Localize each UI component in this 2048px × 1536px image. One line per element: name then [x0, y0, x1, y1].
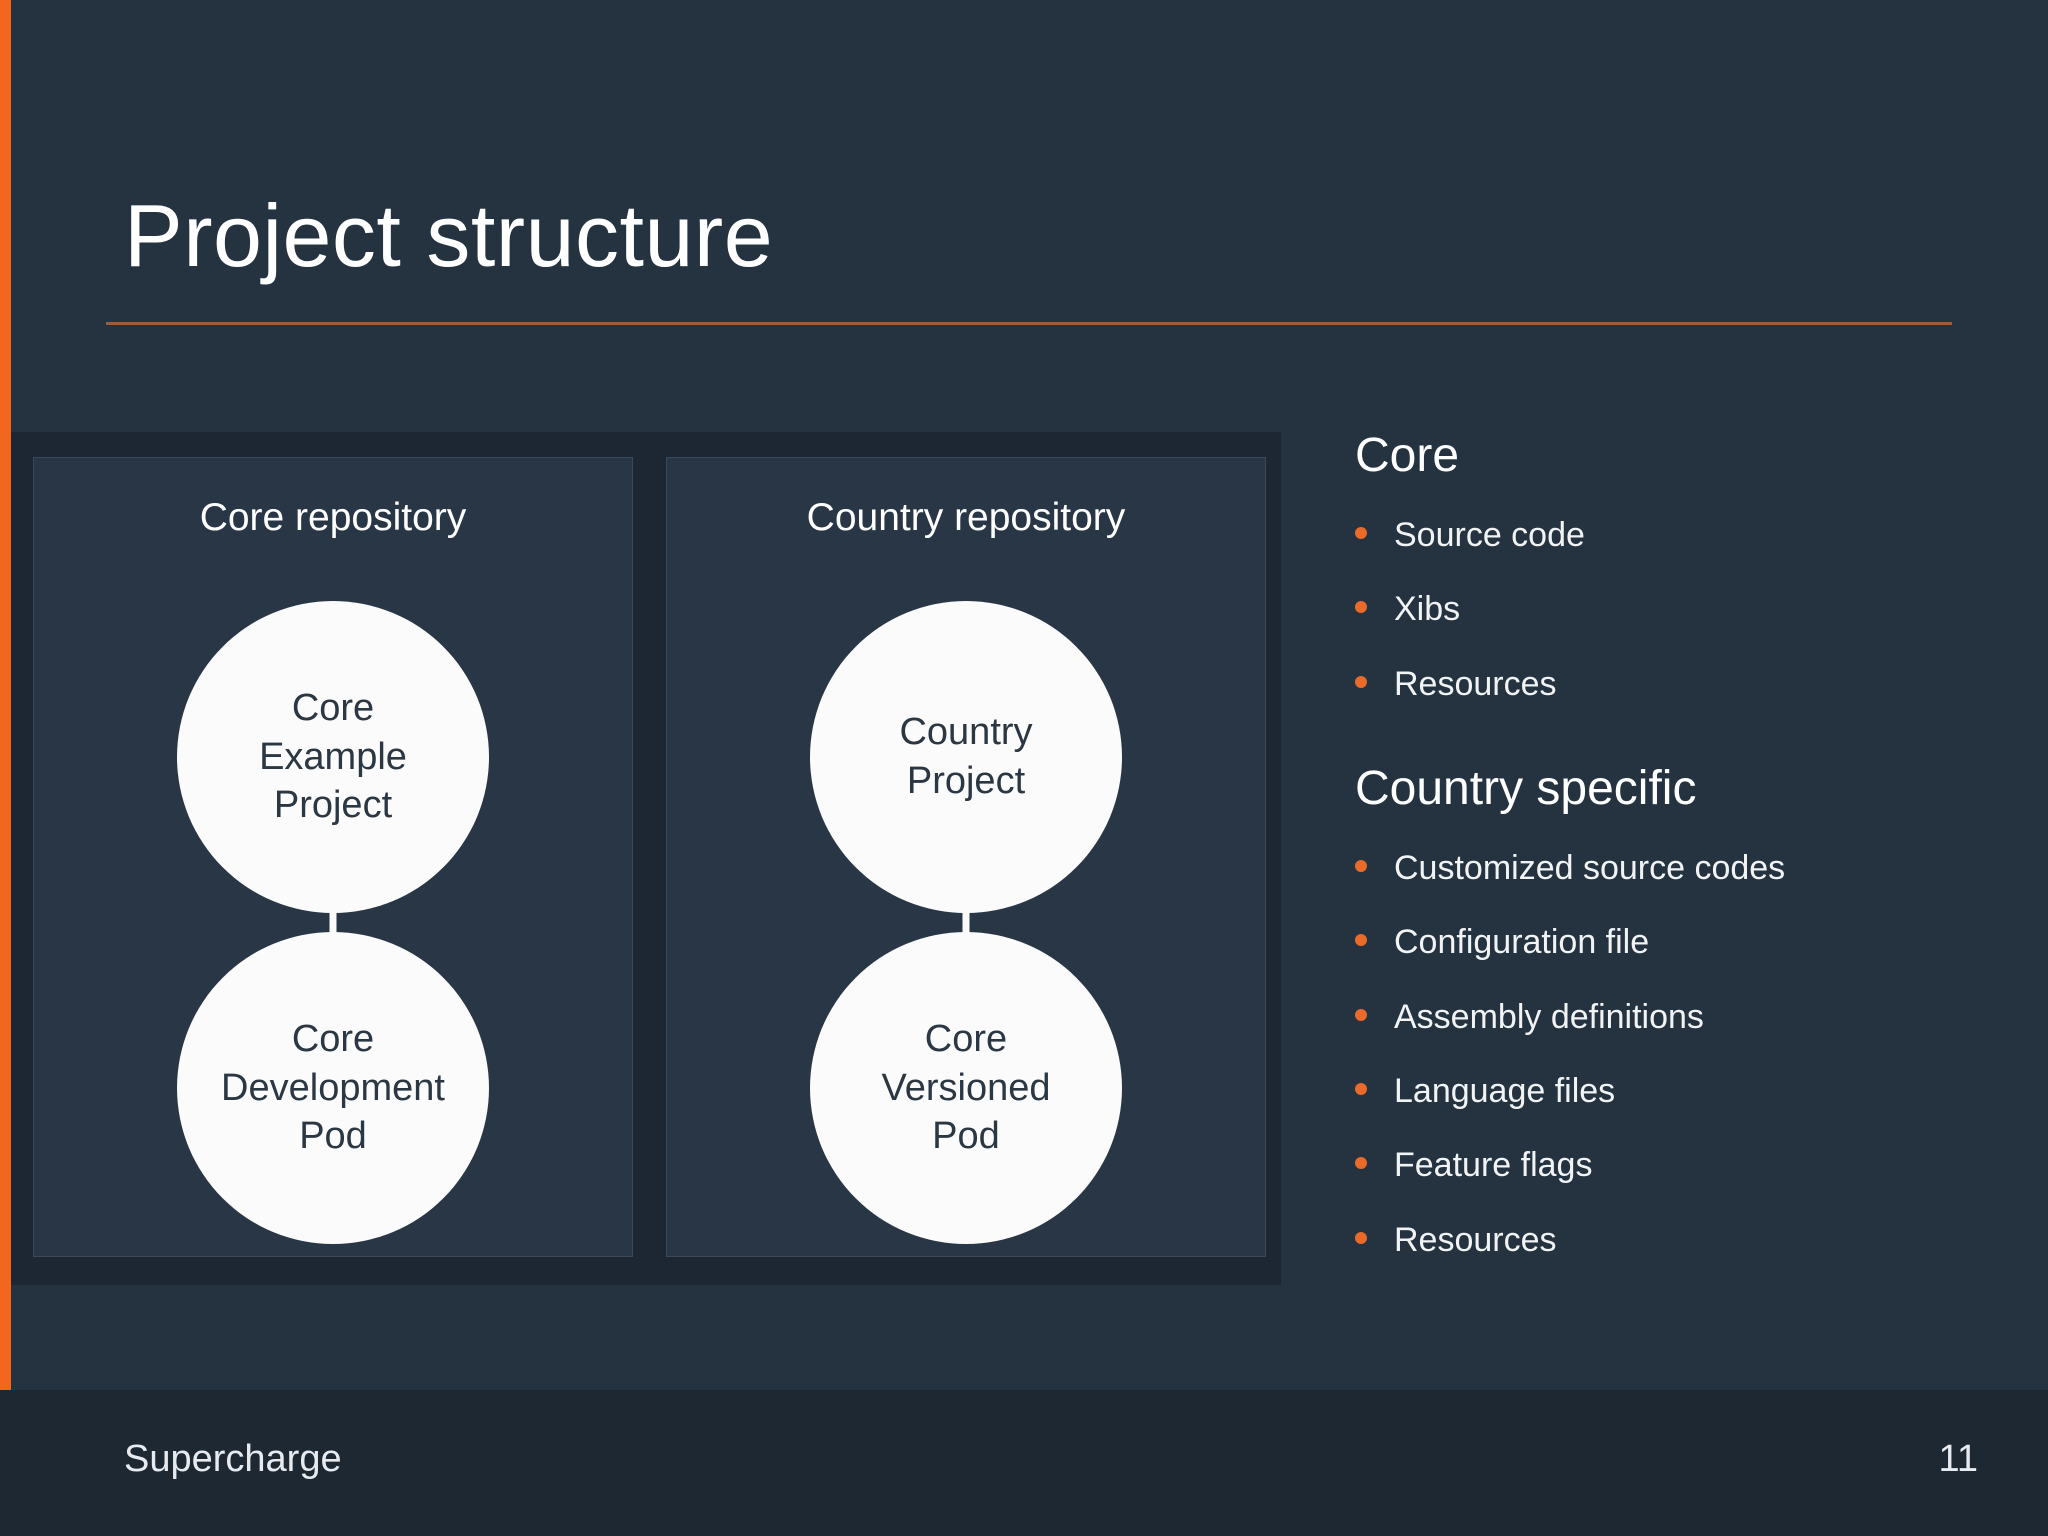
- list-item: Customized source codes: [1355, 848, 1995, 887]
- list-item: Assembly definitions: [1355, 997, 1995, 1036]
- section-heading-country-specific: Country specific: [1355, 761, 1697, 815]
- footer-brand-label: Supercharge: [124, 1438, 342, 1480]
- list-item: Resources: [1355, 664, 1995, 703]
- list-item-label: Xibs: [1394, 590, 1461, 629]
- bullet-dot-icon: [1355, 1231, 1367, 1244]
- bullet-dot-icon: [1355, 934, 1367, 947]
- node-connector-core: [329, 904, 337, 938]
- left-accent-stripe: [0, 0, 11, 1536]
- list-item: Configuration file: [1355, 923, 1995, 962]
- list-item-label: Resources: [1394, 664, 1557, 703]
- list-item-label: Source code: [1394, 515, 1585, 554]
- list-item-label: Language files: [1394, 1071, 1616, 1110]
- list-item: Language files: [1355, 1071, 1995, 1110]
- list-item-label: Customized source codes: [1394, 848, 1786, 887]
- list-item: Source code: [1355, 515, 1995, 554]
- panel-country-repository-title: Country repository: [806, 496, 1126, 539]
- bullet-dot-icon: [1355, 526, 1367, 539]
- info-column: Core Source code Xibs Resources Country …: [1355, 429, 1995, 1296]
- bullet-dot-icon: [1355, 601, 1367, 614]
- bullet-dot-icon: [1355, 675, 1367, 688]
- bullet-dot-icon: [1355, 1082, 1367, 1095]
- bullet-dot-icon: [1355, 1157, 1367, 1170]
- bullet-dot-icon: [1355, 1008, 1367, 1021]
- list-item-label: Feature flags: [1394, 1146, 1593, 1185]
- footer-page-number: 11: [1938, 1438, 1978, 1480]
- list-item: Feature flags: [1355, 1146, 1995, 1185]
- list-item-label: Configuration file: [1394, 923, 1650, 962]
- list-item-label: Resources: [1394, 1220, 1557, 1259]
- section-heading-core: Core: [1355, 429, 1460, 482]
- footer-bar: Supercharge 11: [0, 1390, 2048, 1536]
- panel-core-repository-title: Core repository: [199, 496, 467, 539]
- bullet-list-core: Source code Xibs Resources: [1355, 515, 1995, 703]
- node-connector-country: [962, 904, 970, 938]
- list-item: Xibs: [1355, 590, 1995, 629]
- bullet-list-country-specific: Customized source codes Configuration fi…: [1355, 848, 1995, 1259]
- list-item-label: Assembly definitions: [1394, 997, 1704, 1036]
- title-underline-divider: [106, 322, 1952, 325]
- bullet-dot-icon: [1355, 859, 1367, 872]
- list-item: Resources: [1355, 1220, 1995, 1259]
- page-title: Project structure: [124, 186, 774, 285]
